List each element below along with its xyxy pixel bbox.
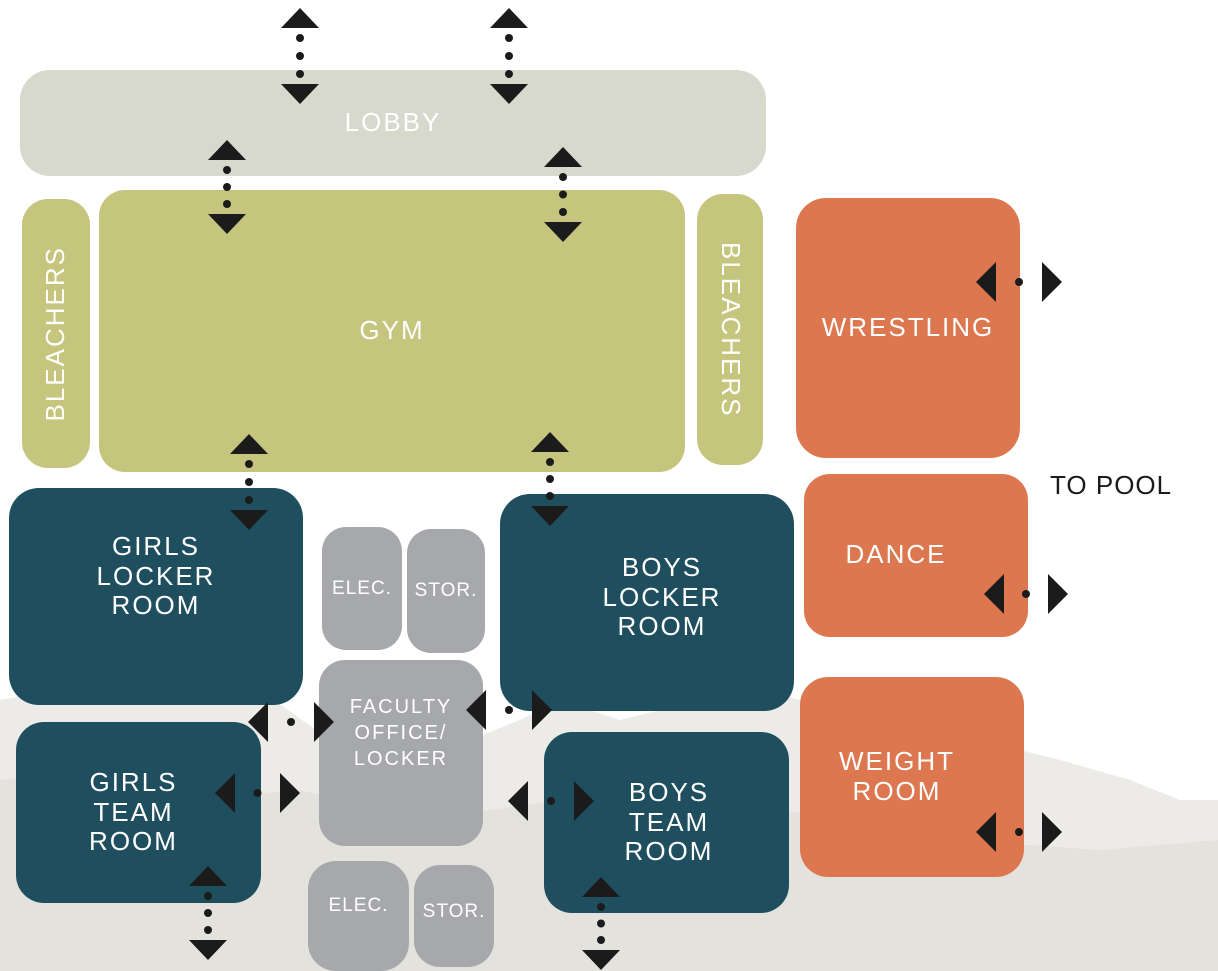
boys-team-line-2: TEAM bbox=[628, 806, 710, 837]
bleachers-right-label: BLEACHERS bbox=[715, 241, 746, 418]
dance-room: DANCE bbox=[804, 474, 1028, 637]
faculty-office-room: FACULTY OFFICE/ LOCKER bbox=[319, 660, 483, 846]
girls-locker-room: GIRLS LOCKER ROOM bbox=[9, 488, 303, 705]
elec-top-label: ELEC. bbox=[332, 577, 392, 599]
girls-team-line-1: GIRLS bbox=[89, 766, 178, 797]
stor-room-top: STOR. bbox=[407, 529, 485, 653]
boys-locker-line-2: LOCKER bbox=[602, 581, 722, 612]
lobby-room: LOBBY bbox=[20, 70, 766, 176]
wrestling-label: WRESTLING bbox=[821, 312, 995, 343]
weight-room-line-1: WEIGHT bbox=[839, 746, 955, 777]
gym-label: GYM bbox=[359, 315, 425, 346]
girls-team-line-3: ROOM bbox=[89, 826, 178, 857]
lobby-label: LOBBY bbox=[344, 107, 442, 138]
boys-locker-room: BOYS LOCKER ROOM bbox=[500, 494, 794, 711]
stor-bottom-label: STOR. bbox=[422, 901, 486, 923]
boys-locker-line-3: ROOM bbox=[617, 611, 707, 642]
to-pool-label: TO POOL bbox=[1050, 470, 1173, 500]
dance-label: DANCE bbox=[845, 539, 947, 569]
boys-team-line-1: BOYS bbox=[628, 776, 710, 807]
girls-locker-line-1: GIRLS bbox=[111, 530, 201, 561]
girls-locker-line-2: LOCKER bbox=[96, 560, 216, 591]
girls-locker-line-3: ROOM bbox=[111, 590, 201, 621]
faculty-line-1: FACULTY bbox=[349, 696, 453, 718]
boys-locker-line-1: BOYS bbox=[621, 551, 703, 582]
weight-room-line-2: ROOM bbox=[852, 776, 942, 806]
faculty-line-3: LOCKER bbox=[353, 748, 449, 770]
weight-room: WEIGHT ROOM bbox=[800, 677, 1024, 877]
girls-team-line-2: TEAM bbox=[93, 796, 174, 827]
bleachers-left: BLEACHERS bbox=[22, 199, 90, 468]
stor-top-label: STOR. bbox=[414, 580, 478, 602]
elec-room-top: ELEC. bbox=[322, 527, 402, 650]
elec-room-bottom: ELEC. bbox=[308, 861, 409, 971]
bleachers-left-label: BLEACHERS bbox=[40, 245, 71, 422]
bleachers-right: BLEACHERS bbox=[697, 194, 763, 465]
gym-room: GYM bbox=[99, 190, 685, 472]
elec-bottom-label: ELEC. bbox=[328, 895, 389, 916]
stor-room-bottom: STOR. bbox=[414, 865, 494, 967]
faculty-line-2: OFFICE/ bbox=[354, 722, 448, 744]
boys-team-line-3: ROOM bbox=[624, 836, 714, 867]
girls-team-room: GIRLS TEAM ROOM bbox=[16, 722, 261, 903]
wrestling-room: WRESTLING bbox=[796, 198, 1020, 458]
boys-team-room: BOYS TEAM ROOM bbox=[544, 732, 789, 913]
